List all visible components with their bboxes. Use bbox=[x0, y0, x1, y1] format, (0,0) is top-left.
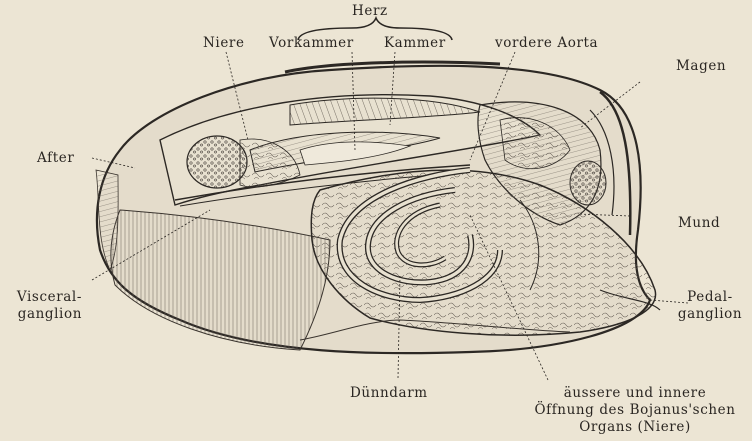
label-visceralganglion-line1: Visceral- bbox=[4, 289, 82, 305]
label-vorkammer: Vorkammer bbox=[269, 35, 354, 51]
label-magen: Magen bbox=[676, 58, 726, 74]
label-pedalganglion-line2: ganglion bbox=[670, 306, 750, 322]
label-vordere-aorta: vordere Aorta bbox=[495, 35, 598, 51]
label-visceralganglion-line2: ganglion bbox=[4, 306, 82, 322]
label-pedalganglion-line1: Pedal- bbox=[670, 289, 750, 305]
label-niere: Niere bbox=[203, 35, 245, 51]
label-bojanus-line2: Öffnung des Bojanus'schen bbox=[520, 402, 750, 418]
label-bojanus-line3: Organs (Niere) bbox=[520, 419, 750, 435]
label-kammer: Kammer bbox=[384, 35, 446, 51]
label-bojanus-line1: äussere und innere bbox=[520, 385, 750, 401]
label-mund: Mund bbox=[678, 215, 720, 231]
label-after: After bbox=[37, 150, 74, 166]
label-duenndarm: Dünndarm bbox=[350, 385, 428, 401]
label-herz: Herz bbox=[352, 3, 388, 19]
